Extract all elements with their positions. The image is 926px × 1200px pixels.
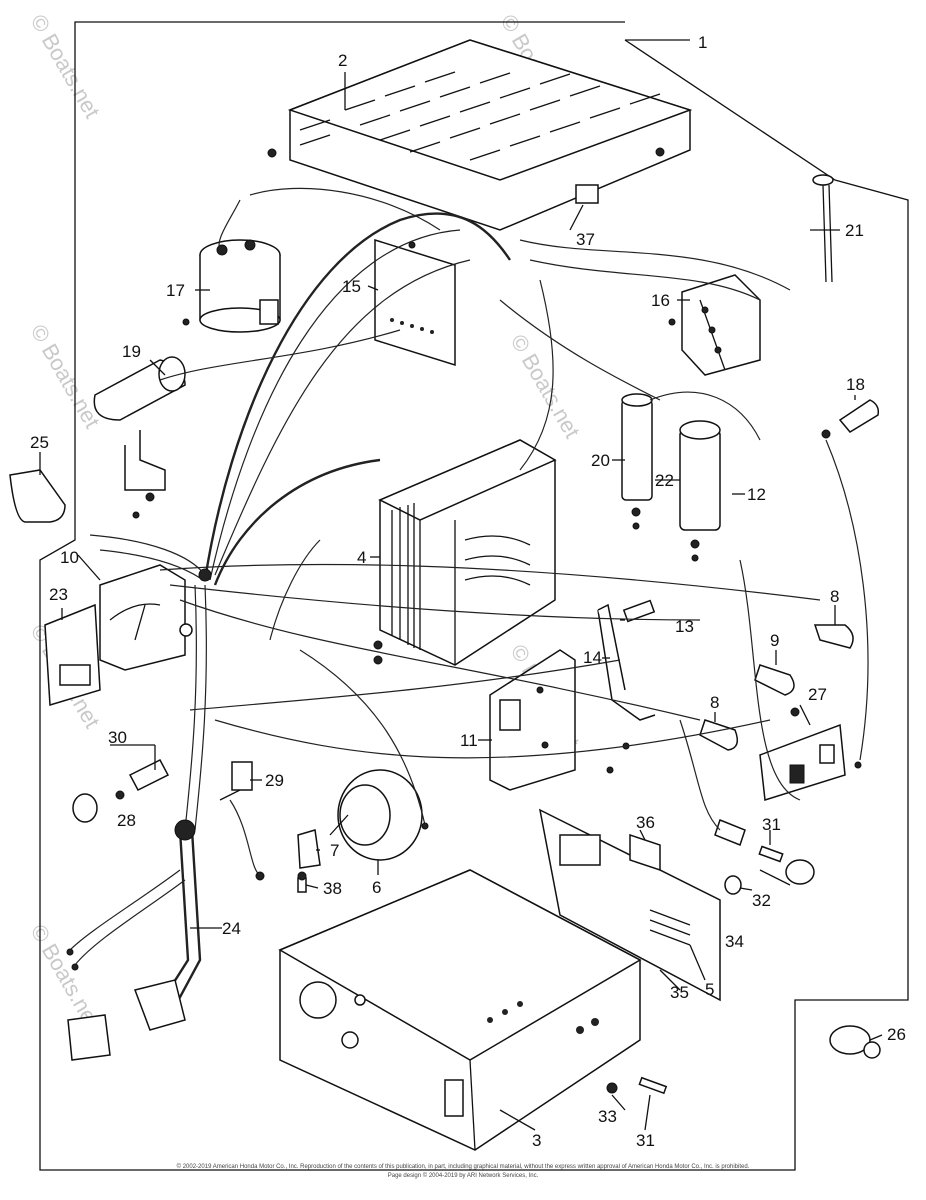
callout-18: 18	[846, 375, 865, 394]
callout-26: 26	[887, 1025, 906, 1044]
part-9-terminal	[754, 664, 795, 696]
part-13-bus-bar	[622, 599, 656, 623]
assembly-boundary	[39, 21, 909, 1171]
part-19-cylinder-capacitor	[93, 356, 186, 519]
callout-38: 38	[323, 879, 342, 898]
callout-4: 4	[357, 548, 366, 567]
part-5-rear-panel	[538, 808, 742, 1002]
callout-27: 27	[808, 685, 827, 704]
callout-8-upper: 8	[830, 587, 839, 606]
part-23-meter-cover	[44, 603, 101, 706]
part-7-clip	[297, 829, 321, 869]
wiring-harness	[66, 187, 869, 971]
part-20-capacitor	[621, 393, 653, 530]
callout-16: 16	[651, 291, 670, 310]
callout-36: 36	[636, 813, 655, 832]
callout-28: 28	[117, 811, 136, 830]
watermark-text: © Boats.net	[26, 920, 105, 1032]
callout-22: 22	[655, 471, 674, 490]
callout-17: 17	[166, 281, 185, 300]
part-8-terminal-upper	[813, 624, 854, 649]
copyright-line-2: Page design © 2004-2019 by ARI Network S…	[388, 1172, 539, 1179]
callout-7: 7	[330, 841, 339, 860]
callout-11: 11	[460, 731, 478, 750]
part-2-top-cover	[267, 39, 693, 231]
part-18-pilot-lamp	[821, 399, 880, 439]
part-29-toggle-switch	[219, 761, 253, 801]
watermark-text: © Boats.net	[506, 330, 585, 442]
part-27-switch-plate	[759, 707, 862, 801]
watermark-text: © Boats.net	[26, 320, 105, 432]
callout-30: 30	[108, 728, 127, 747]
callout-6: 6	[372, 878, 381, 897]
callout-labels: 1 2 3 4 5 6 7 8 8 9 10 11 12 13 14 15 16…	[30, 33, 906, 1150]
callout-25: 25	[30, 433, 49, 452]
callout-12: 12	[747, 485, 766, 504]
callout-2: 2	[338, 51, 347, 70]
callout-37: 37	[576, 230, 595, 249]
part-32-fuse-holder	[785, 859, 815, 885]
callout-leaders	[39, 39, 883, 1131]
callout-19: 19	[122, 342, 141, 361]
callout-34: 34	[725, 932, 744, 951]
callout-21: 21	[845, 221, 864, 240]
part-14-bracket	[597, 603, 656, 774]
callout-9: 9	[770, 631, 779, 650]
part-38-screw	[297, 871, 307, 893]
callout-5: 5	[705, 980, 714, 999]
part-16-terminal-block	[668, 274, 761, 376]
part-11-circuit-board	[489, 649, 576, 791]
watermark-text: © Boats.net	[26, 10, 105, 122]
part-15-rectifier-board	[374, 238, 456, 367]
copyright-line-1: © 2002-2019 American Honda Motor Co., In…	[177, 1163, 750, 1170]
part-6-timer	[329, 769, 423, 861]
part-10-ammeter	[99, 564, 193, 671]
part-31-fuse-right	[714, 819, 784, 863]
callout-14: 14	[583, 648, 602, 667]
part-28-fuse-cap	[72, 790, 125, 823]
callout-35: 35	[670, 983, 689, 1002]
callout-1: 1	[698, 33, 707, 52]
callout-33: 33	[598, 1107, 617, 1126]
callout-15: 15	[342, 277, 361, 296]
part-3-chassis-base	[278, 869, 668, 1151]
callout-20: 20	[591, 451, 610, 470]
callout-24: 24	[222, 919, 241, 938]
footer-copyright: © 2002-2019 American Honda Motor Co., In…	[177, 1163, 750, 1179]
callout-13: 13	[675, 617, 694, 636]
part-25-rubber-cap	[9, 469, 66, 523]
part-24-power-cord	[67, 829, 202, 1061]
callout-31-bottom: 31	[636, 1131, 655, 1150]
callout-29: 29	[265, 771, 284, 790]
callout-3: 3	[532, 1131, 541, 1150]
part-17-capacitor	[182, 239, 281, 333]
part-8-terminal-lower	[699, 719, 739, 751]
part-26-knob	[829, 1025, 881, 1059]
callout-32: 32	[752, 891, 771, 910]
part-30-fuse-holder	[128, 759, 170, 791]
part-22-capacitor	[679, 420, 721, 562]
part-21-bolt	[812, 174, 834, 283]
callout-23: 23	[49, 585, 68, 604]
callout-10: 10	[60, 548, 79, 567]
part-4-transformer	[373, 439, 557, 666]
callout-8-lower: 8	[710, 693, 719, 712]
callout-31-right: 31	[762, 815, 781, 834]
